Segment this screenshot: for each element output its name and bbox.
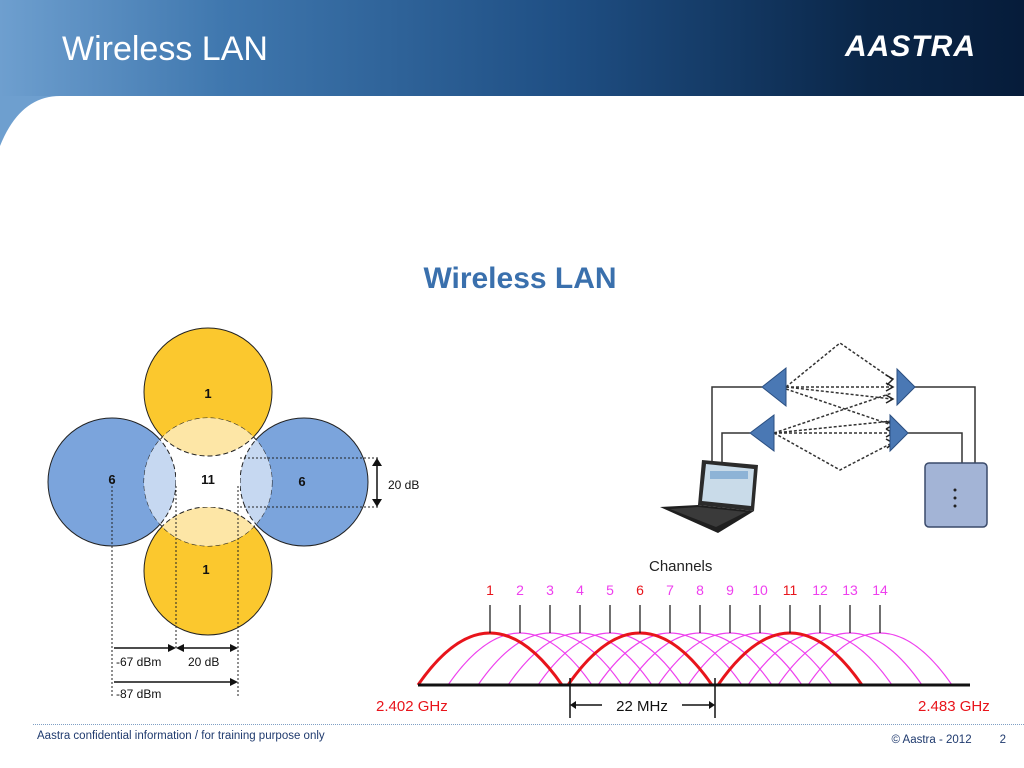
- right-antenna-bottom: [889, 413, 909, 453]
- channel-label-6: 6: [636, 582, 644, 598]
- channel-arc-8: [627, 632, 773, 686]
- channel-label-11: 11: [783, 582, 798, 598]
- header-curve: [0, 96, 60, 146]
- high-freq-label: 2.483 GHz: [918, 698, 990, 715]
- overlap-margin-label: 20 dB: [188, 655, 219, 669]
- channel-arc-4: [507, 632, 653, 686]
- aastra-logo: AASTRA: [844, 30, 976, 63]
- channel-label-2: 2: [516, 582, 524, 598]
- right-cell-label: 6: [298, 474, 305, 489]
- footer-info: © Aastra - 2012 2: [864, 734, 1006, 746]
- channel-arc-14: [807, 632, 953, 686]
- channel-label-13: 13: [842, 582, 858, 598]
- logo-text: AASTRA: [844, 30, 976, 63]
- channel-arc-1: [416, 631, 564, 686]
- footer-confidential: Aastra confidential information / for tr…: [37, 730, 325, 742]
- channel-arc-7: [597, 632, 743, 686]
- channel-arc-3: [477, 632, 623, 686]
- edge-level-label: -67 dBm: [116, 655, 161, 669]
- channel-arc-12: [747, 632, 893, 686]
- slide-title: Wireless LAN: [62, 30, 268, 68]
- left-cell-label: 6: [108, 472, 115, 487]
- channel-label-1: 1: [486, 582, 494, 598]
- wireless-devices-diagram: [660, 342, 988, 533]
- far-level-label: -87 dBm: [116, 687, 161, 701]
- center-cell-label: 11: [201, 472, 215, 487]
- channel-arc-10: [687, 632, 833, 686]
- channel-arc-11: [716, 631, 864, 686]
- channel-label-14: 14: [872, 582, 888, 598]
- right-antenna-top: [896, 367, 916, 407]
- channel-arc-13: [777, 632, 923, 686]
- channel-arc-5: [537, 632, 683, 686]
- bottom-cell-label: 1: [202, 562, 209, 577]
- channel-label-9: 9: [726, 582, 734, 598]
- channel-arc-6: [566, 631, 714, 686]
- channel-label-4: 4: [576, 582, 584, 598]
- content-title: Wireless LAN: [423, 262, 617, 295]
- low-freq-label: 2.402 GHz: [376, 698, 448, 715]
- left-antenna-bottom: [749, 414, 775, 452]
- side-margin-label: 20 dB: [388, 478, 419, 492]
- channel-width-label: 22 MHz: [616, 698, 668, 715]
- channel-label-5: 5: [606, 582, 614, 598]
- laptop-icon: [660, 460, 758, 533]
- cell-coverage-diagram: 1 6 11 6 1 20 dB -67 dBm 20 dB -87 dBm: [47, 327, 419, 701]
- footer-copyright: © Aastra - 2012: [891, 734, 972, 746]
- channel-label-12: 12: [812, 582, 828, 598]
- footer-divider: [33, 724, 1024, 725]
- page-number: 2: [999, 734, 1006, 746]
- slide-header: [0, 0, 1024, 96]
- left-antenna-top: [761, 366, 787, 408]
- channel-arc-9: [657, 632, 803, 686]
- base-station-icon: [924, 462, 988, 528]
- channel-label-10: 10: [752, 582, 768, 598]
- channels-heading: Channels: [649, 558, 712, 575]
- top-cell-label: 1: [204, 386, 211, 401]
- channel-label-7: 7: [666, 582, 674, 598]
- channel-label-8: 8: [696, 582, 704, 598]
- channel-label-3: 3: [546, 582, 554, 598]
- channel-arc-2: [447, 632, 593, 686]
